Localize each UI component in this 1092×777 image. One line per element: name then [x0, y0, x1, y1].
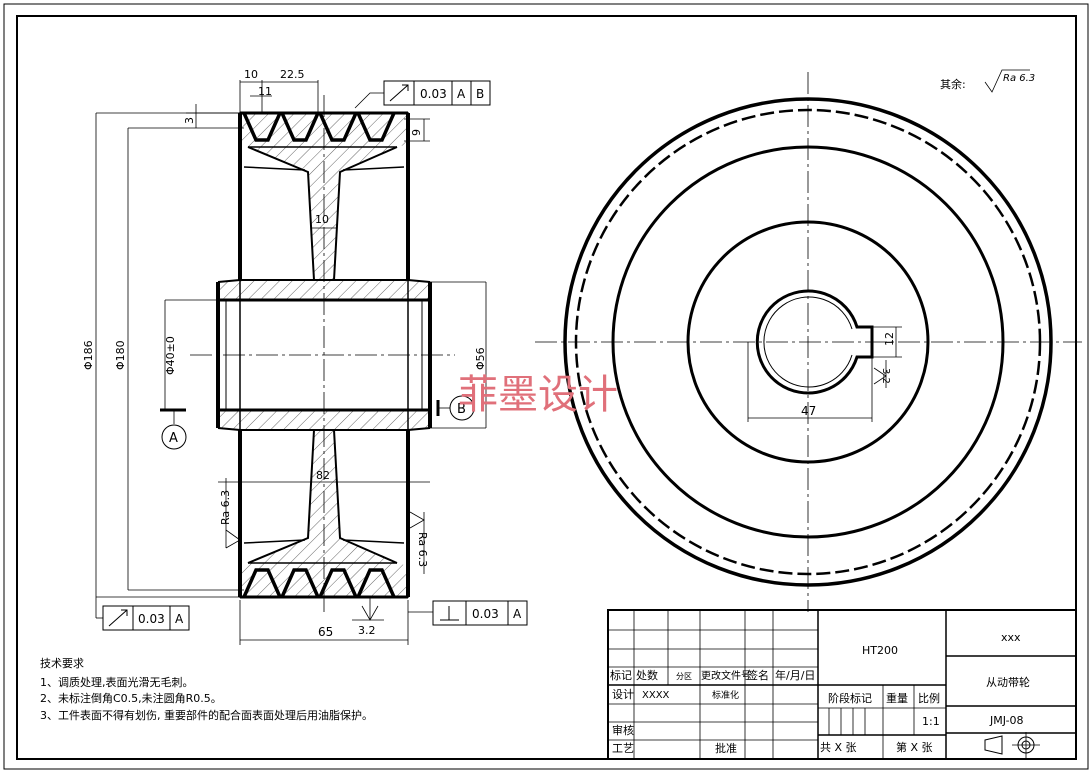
tb-approve-label: 批准 — [715, 741, 737, 755]
runout-icon — [108, 609, 128, 627]
dim-groove-top-width: 11 — [258, 85, 272, 98]
dim-keyway-depth: 47 — [801, 404, 816, 418]
tolerance-frame-bottom-right: 0.03 A — [408, 600, 528, 626]
runout-icon — [389, 84, 409, 102]
perpendicularity-icon — [440, 606, 459, 621]
tb-review-label: 审核 — [612, 723, 634, 737]
tolerance-top-value: 0.03 — [420, 87, 447, 101]
tb-date-label: 年/月/日 — [775, 668, 815, 682]
roughness-bottom: 3.2 — [352, 598, 384, 637]
web-bottom-hatch — [248, 430, 397, 563]
tb-designer: XXXX — [642, 690, 670, 701]
roughness-bottom-text: 3.2 — [358, 624, 376, 637]
tolerance-bl-datum: A — [175, 612, 184, 626]
tolerance-br-datum: A — [513, 607, 522, 621]
dim-width: 65 — [318, 625, 333, 639]
tb-scale-label: 比例 — [918, 691, 940, 705]
dim-hub-diameter: Φ56 — [474, 347, 487, 370]
tb-scale: 1:1 — [922, 715, 940, 728]
datum-b-marker: B — [436, 395, 475, 421]
roughness-note-prefix: 其余: — [940, 77, 966, 91]
tech-requirement-1: 1、调质处理,表面光滑无毛刺。 — [40, 675, 194, 689]
projection-symbol-icon — [984, 732, 1040, 758]
tb-weight-label: 重量 — [886, 691, 908, 705]
tolerance-top-datum-a: A — [457, 87, 466, 101]
tech-requirement-3: 3、工件表面不得有划伤, 重要部件的配合面表面处理后用油脂保护。 — [40, 708, 373, 722]
tb-part-name: 从动带轮 — [986, 675, 1030, 689]
tb-drawing-number: JMJ-08 — [989, 714, 1024, 727]
grooves-bottom — [242, 568, 396, 598]
tb-sheet-number: 第 X 张 — [896, 740, 933, 754]
roughness-right-text: Ra 6.3 — [416, 532, 429, 567]
bore-keyway-outline — [755, 289, 874, 395]
datum-a-label: A — [169, 431, 178, 446]
dim-bore-diameter: Φ40±0 — [164, 336, 177, 375]
front-view — [535, 72, 1082, 612]
tolerance-bl-value: 0.03 — [138, 612, 165, 626]
inner-border — [16, 15, 1077, 760]
dim-keyway-width: 12 — [883, 332, 896, 346]
tb-mark-label: 标记 — [610, 668, 632, 682]
tb-material: HT200 — [862, 644, 898, 657]
dim-hub-length: 82 — [316, 469, 330, 482]
tb-sheets-total: 共 X 张 — [820, 741, 857, 754]
roughness-note-value: Ra 6.3 — [1003, 73, 1035, 84]
dim-web-thickness: 10 — [315, 213, 329, 226]
tech-requirements-title: 技术要求 — [40, 657, 84, 670]
dim-groove-offset: 10 — [244, 68, 258, 81]
roughness-note: 其余: Ra 6.3 — [940, 69, 1035, 93]
rim-bottom-hatch — [240, 563, 408, 597]
web-top-hatch — [248, 147, 397, 280]
section-view — [95, 80, 487, 645]
grooves-top — [242, 112, 396, 142]
tb-process-label: 工艺 — [612, 742, 634, 755]
dim-groove-depth-top: 3 — [183, 117, 196, 124]
tb-signature-label: 签名 — [747, 668, 769, 682]
tolerance-top-datum-b: B — [476, 87, 484, 101]
roughness-right: Ra 6.3 — [409, 511, 429, 574]
datum-a-marker: A — [160, 408, 187, 450]
tb-company: xxx — [1001, 631, 1021, 644]
tb-zone-label: 分区 — [676, 672, 692, 681]
tolerance-frame-bottom-left: 0.03 A — [95, 597, 190, 631]
tech-requirements: 技术要求 1、调质处理,表面光滑无毛刺。 2、未标注倒角C0.5,未注圆角R0.… — [40, 657, 373, 722]
outer-border — [3, 3, 1089, 770]
hub-top-hatch — [218, 280, 430, 300]
roughness-left: Ra 6.3 — [219, 478, 241, 549]
tech-requirement-2: 2、未标注倒角C0.5,未注圆角R0.5。 — [40, 691, 222, 705]
roughness-left-text: Ra 6.3 — [219, 490, 232, 525]
datum-b-label: B — [457, 402, 466, 417]
tolerance-br-value: 0.03 — [472, 607, 499, 621]
keyway-roughness: 3.2 — [880, 368, 891, 384]
dim-outer-diameter: Φ186 — [82, 340, 95, 370]
watermark: 菲墨设计 — [458, 372, 618, 418]
dim-groove-depth: 9 — [410, 129, 423, 136]
tb-standardization-label: 标准化 — [712, 689, 739, 701]
title-block — [607, 609, 1077, 760]
tolerance-frame-top: 0.03 A B — [354, 80, 491, 109]
tb-change-doc-label: 更改文件号 — [701, 669, 751, 682]
dim-datum-diameter: Φ180 — [114, 340, 127, 370]
tb-count-label: 处数 — [636, 669, 658, 682]
dim-groove-pitch: 22.5 — [280, 68, 305, 81]
tb-stage-mark-label: 阶段标记 — [828, 691, 872, 705]
tb-designer-label: 设计 — [612, 688, 634, 701]
